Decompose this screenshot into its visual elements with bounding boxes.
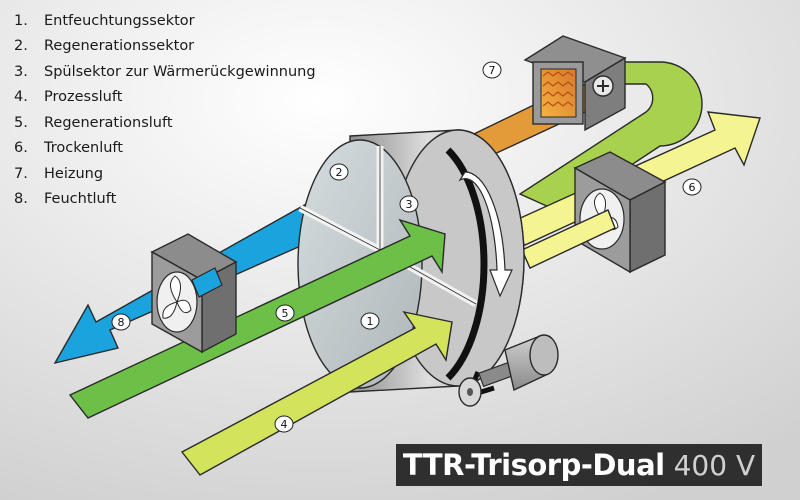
- marker-3: 3: [399, 195, 419, 213]
- svg-text:4: 4: [281, 418, 288, 431]
- marker-6: 6: [682, 178, 702, 196]
- product-voltage: 400 V: [673, 448, 756, 482]
- marker-8: 8: [111, 313, 131, 331]
- marker-1: 1: [360, 312, 380, 330]
- product-badge: TTR-Trisorp-Dual 400 V: [396, 444, 762, 486]
- svg-text:8: 8: [118, 316, 125, 329]
- legend-item: 8.Feuchtluft: [14, 191, 117, 208]
- svg-text:7: 7: [489, 64, 496, 77]
- regeneration-air-stream: [68, 218, 446, 419]
- humid-air-stream-front: [191, 267, 223, 298]
- dry-air-stream-front: [521, 209, 616, 269]
- marker-2: 2: [329, 163, 349, 181]
- process-air-stream: [180, 310, 453, 476]
- heater-icon: [523, 35, 627, 132]
- svg-text:2: 2: [336, 166, 343, 179]
- legend-item: 5.Regenerationsluft: [14, 114, 173, 131]
- rotation-arrow-icon: [458, 171, 513, 298]
- marker-4: 4: [274, 415, 294, 433]
- svg-text:3: 3: [406, 198, 413, 211]
- legend-item: 6.Trockenluft: [14, 140, 123, 157]
- legend-item: 4.Prozessluft: [14, 89, 123, 106]
- legend-item: 1.Entfeuchtungssektor: [14, 12, 195, 29]
- product-model: TTR-Trisorp-Dual: [402, 448, 665, 482]
- svg-text:5: 5: [282, 307, 289, 320]
- motor-icon: [458, 334, 559, 407]
- legend-item: 7.Heizung: [14, 165, 104, 182]
- svg-text:1: 1: [367, 315, 374, 328]
- legend: 1.Entfeuchtungssektor 2.Regenerationssek…: [14, 8, 316, 212]
- legend-item: 3.Spülsektor zur Wärmerückgewinnung: [14, 63, 316, 80]
- svg-text:6: 6: [689, 181, 696, 194]
- marker-5: 5: [275, 304, 295, 322]
- legend-item: 2.Regenerationssektor: [14, 38, 195, 55]
- marker-7: 7: [482, 61, 502, 79]
